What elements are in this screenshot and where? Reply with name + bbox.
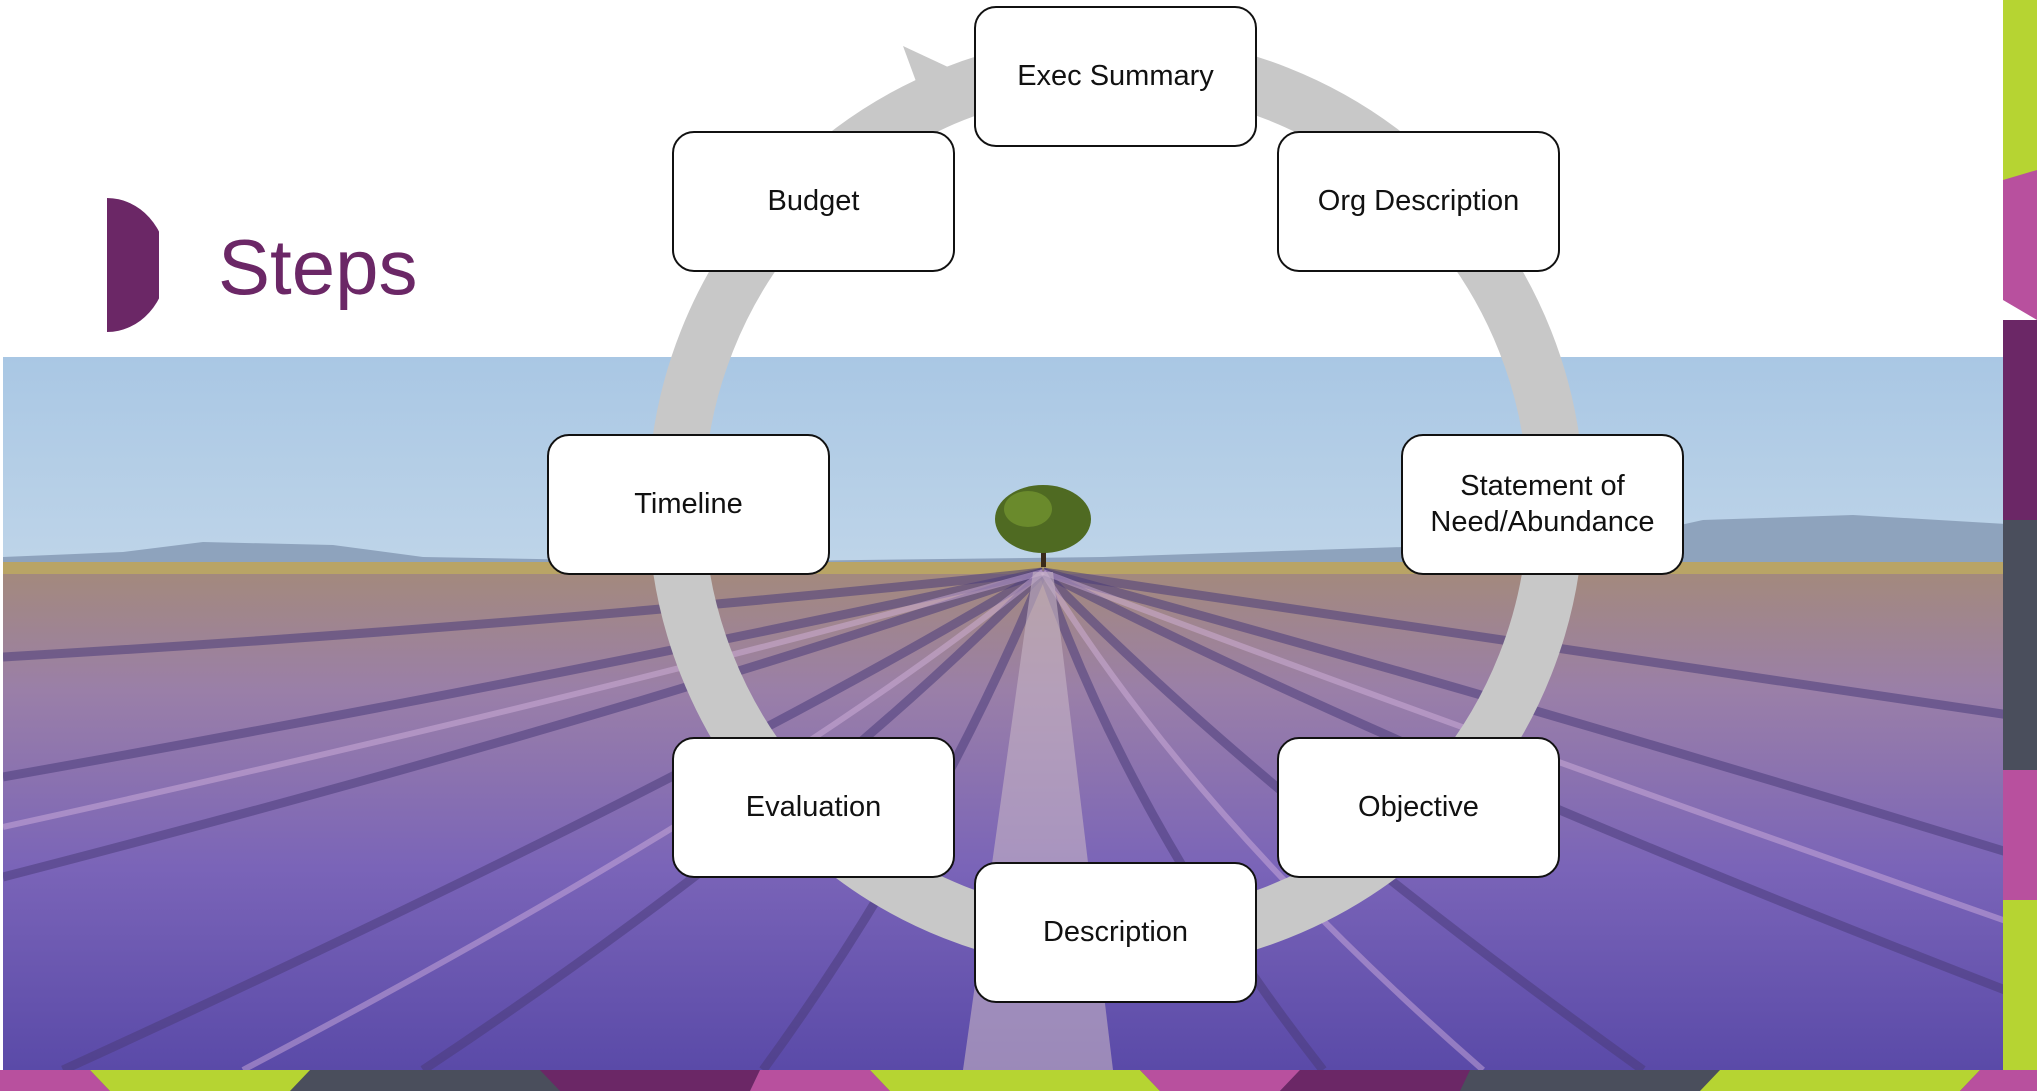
cycle-step-statement-of-need: Statement of Need/Abundance bbox=[1401, 434, 1684, 575]
right-edge-decoration bbox=[2003, 0, 2037, 1091]
cycle-step-description: Description bbox=[974, 862, 1257, 1003]
cycle-step-label: Evaluation bbox=[745, 790, 882, 823]
cycle-step-label: Budget bbox=[767, 184, 860, 217]
cycle-step-timeline: Timeline bbox=[547, 434, 830, 575]
cycle-step-objective: Objective bbox=[1277, 737, 1560, 878]
cycle-step-label: Exec Summary bbox=[1017, 59, 1214, 92]
cycle-step-evaluation: Evaluation bbox=[672, 737, 955, 878]
slide-title: Steps bbox=[218, 223, 418, 311]
cycle-step-label: Objective bbox=[1358, 790, 1479, 823]
cycle-step-label: Description bbox=[1042, 915, 1189, 948]
bottom-edge-decoration bbox=[0, 1070, 2037, 1091]
cycle-step-label: Timeline bbox=[634, 487, 743, 520]
cycle-step-label: Statement of Need/Abundance bbox=[1430, 470, 1655, 538]
cycle-step-org-description: Org Description bbox=[1277, 131, 1560, 272]
cycle-step-exec-summary: Exec Summary bbox=[974, 6, 1257, 147]
cycle-arrowhead bbox=[903, 46, 963, 133]
title-accent-shape bbox=[107, 198, 159, 332]
cycle-step-label: Org Description bbox=[1317, 184, 1520, 217]
cycle-step-budget: Budget bbox=[672, 131, 955, 272]
